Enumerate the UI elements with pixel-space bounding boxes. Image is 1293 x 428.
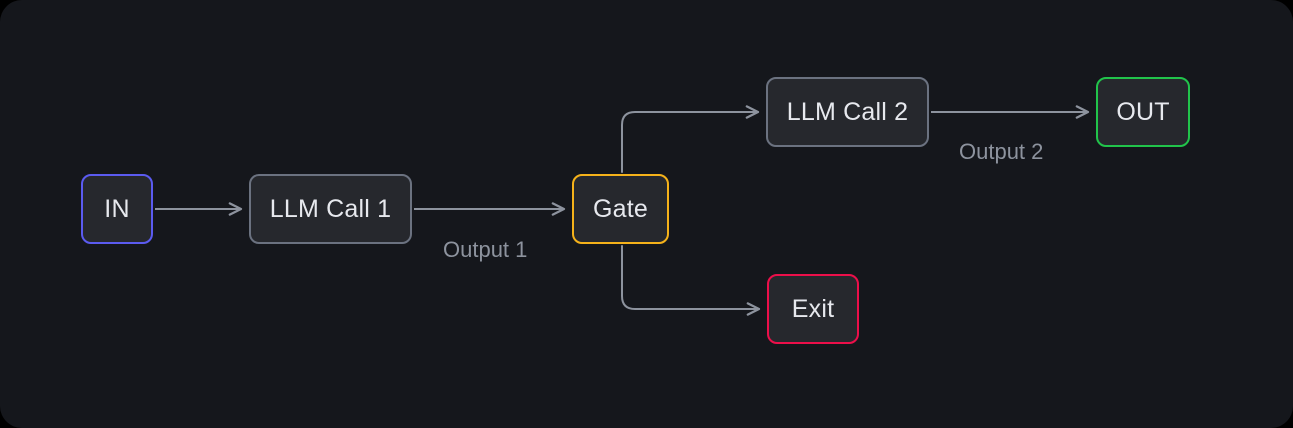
node-out-label: OUT <box>1116 97 1170 126</box>
edge-label-output-1: Output 1 <box>443 237 528 262</box>
node-llm-call-2[interactable]: LLM Call 2 <box>766 77 929 147</box>
node-exit[interactable]: Exit <box>767 274 859 344</box>
node-llm-call-1-label: LLM Call 1 <box>269 194 392 223</box>
edge-gate-to-exit <box>621 245 761 316</box>
node-in-label: IN <box>104 194 130 223</box>
edge-gate-to-llm-call-2 <box>621 105 760 173</box>
node-out[interactable]: OUT <box>1096 77 1190 147</box>
node-exit-label: Exit <box>791 294 835 323</box>
node-gate-label: Gate <box>593 194 648 223</box>
edge-label-output-2: Output 2 <box>959 139 1044 164</box>
node-gate[interactable]: Gate <box>572 174 669 244</box>
node-llm-call-1[interactable]: LLM Call 1 <box>249 174 412 244</box>
node-llm-call-2-label: LLM Call 2 <box>786 97 909 126</box>
node-in[interactable]: IN <box>81 174 153 244</box>
